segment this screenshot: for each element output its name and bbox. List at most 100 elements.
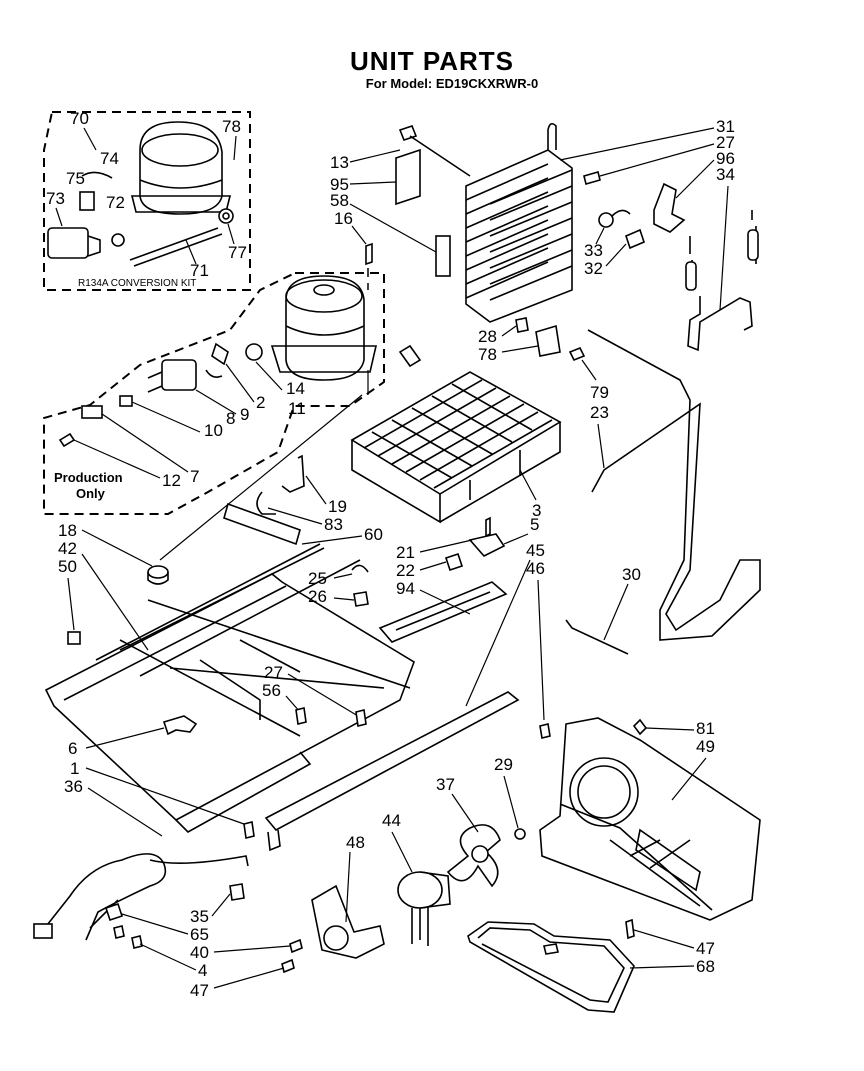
callout-14: 14 <box>286 379 305 398</box>
production-only-line2: Only <box>76 486 106 501</box>
production-relay <box>147 359 197 393</box>
callout-12: 12 <box>162 471 181 490</box>
callout-7: 7 <box>190 467 199 486</box>
callout-4: 4 <box>198 961 207 980</box>
callout-74: 74 <box>100 149 119 168</box>
callout-42: 42 <box>58 539 77 558</box>
callout-32: 32 <box>584 259 603 278</box>
kit-drier <box>129 227 223 267</box>
callout-40: 40 <box>190 943 209 962</box>
callout-11: 11 <box>288 399 306 418</box>
callout-65: 65 <box>190 925 209 944</box>
condenser-shroud <box>539 717 761 940</box>
condenser-coil <box>465 122 573 323</box>
evaporator-coil <box>350 344 562 524</box>
kit-relay <box>47 227 101 259</box>
base-rail <box>264 691 520 852</box>
callout-47b: 47 <box>696 939 715 958</box>
callout-70: 70 <box>70 109 89 128</box>
kit-compressor <box>130 121 232 215</box>
fan-motor <box>397 871 451 946</box>
callout-34: 34 <box>716 165 735 184</box>
callout-50: 50 <box>58 557 77 576</box>
callout-8: 8 <box>226 409 235 428</box>
callout-3: 3 <box>532 501 541 520</box>
callout-60: 60 <box>364 525 383 544</box>
conversion-kit-box <box>43 111 251 291</box>
callout-48: 48 <box>346 833 365 852</box>
callout-13: 13 <box>330 153 349 172</box>
condenser-bracket <box>365 125 471 277</box>
callout-94: 94 <box>396 579 415 598</box>
callout-1: 1 <box>70 759 79 778</box>
callout-81: 81 <box>696 719 715 738</box>
callout-73: 73 <box>46 189 65 208</box>
callout-77: 77 <box>228 243 247 262</box>
production-only-line1: Production <box>54 470 123 485</box>
callout-6: 6 <box>68 739 77 758</box>
callout-2: 2 <box>256 393 265 412</box>
callout-26: 26 <box>308 587 327 606</box>
callout-27a: 27 <box>716 133 735 152</box>
fan-bracket <box>311 884 385 959</box>
callout-44: 44 <box>382 811 401 830</box>
callout-96: 96 <box>716 149 735 168</box>
callout-78b: 78 <box>478 345 497 364</box>
callout-19: 19 <box>328 497 347 516</box>
callout-79: 79 <box>590 383 609 402</box>
callout-35: 35 <box>190 907 209 926</box>
callout-72: 72 <box>106 193 125 212</box>
base-screws <box>295 707 367 727</box>
callout-23: 23 <box>590 403 609 422</box>
thermistor <box>223 454 305 546</box>
callout-10: 10 <box>204 421 223 440</box>
kit-overload <box>79 171 113 211</box>
base-frame <box>44 543 415 833</box>
top-right-parts <box>583 171 759 352</box>
power-cord <box>33 821 255 941</box>
callout-16: 16 <box>334 209 353 228</box>
kit-grommet <box>111 208 234 247</box>
drain-pan <box>467 921 635 1013</box>
callout-78: 78 <box>222 117 241 136</box>
fan-blade <box>446 824 501 888</box>
callout-21: 21 <box>396 543 415 562</box>
drain-wire <box>565 619 629 655</box>
callout-37: 37 <box>436 775 455 794</box>
callout-5: 5 <box>530 515 539 534</box>
conversion-kit-label: R134A CONVERSION KIT <box>78 278 196 289</box>
small-parts-bottom-left <box>104 883 303 974</box>
production-screw <box>58 432 76 448</box>
production-only-box <box>43 272 385 515</box>
clip-bracket <box>162 715 198 736</box>
callout-18: 18 <box>58 521 77 540</box>
callout-28: 28 <box>478 327 497 346</box>
callout-22: 22 <box>396 561 415 580</box>
callout-47a: 47 <box>190 981 209 1000</box>
callout-45: 45 <box>526 541 545 560</box>
callout-33: 33 <box>584 241 603 260</box>
callout-75: 75 <box>66 169 85 188</box>
callout-9: 9 <box>240 405 249 424</box>
callout-27b: 27 <box>264 663 283 682</box>
model-subtitle: For Model: ED19CKXRWR-0 <box>365 76 539 91</box>
page-title: UNIT PARTS <box>349 46 515 76</box>
callout-25: 25 <box>308 569 327 588</box>
production-compressor <box>245 275 378 381</box>
callout-30: 30 <box>622 565 641 584</box>
callout-58: 58 <box>330 191 349 210</box>
center-small-parts <box>351 516 551 739</box>
callout-31: 31 <box>716 117 735 136</box>
callout-49: 49 <box>696 737 715 756</box>
mount-bracket <box>515 317 586 362</box>
base-grommets <box>67 565 169 645</box>
callout-83: 83 <box>324 515 343 534</box>
callout-29: 29 <box>494 755 513 774</box>
callout-71: 71 <box>190 261 209 280</box>
callout-46: 46 <box>526 559 545 578</box>
callout-36: 36 <box>64 777 83 796</box>
fan-washer <box>514 828 526 840</box>
callout-68: 68 <box>696 957 715 976</box>
callout-95: 95 <box>330 175 349 194</box>
